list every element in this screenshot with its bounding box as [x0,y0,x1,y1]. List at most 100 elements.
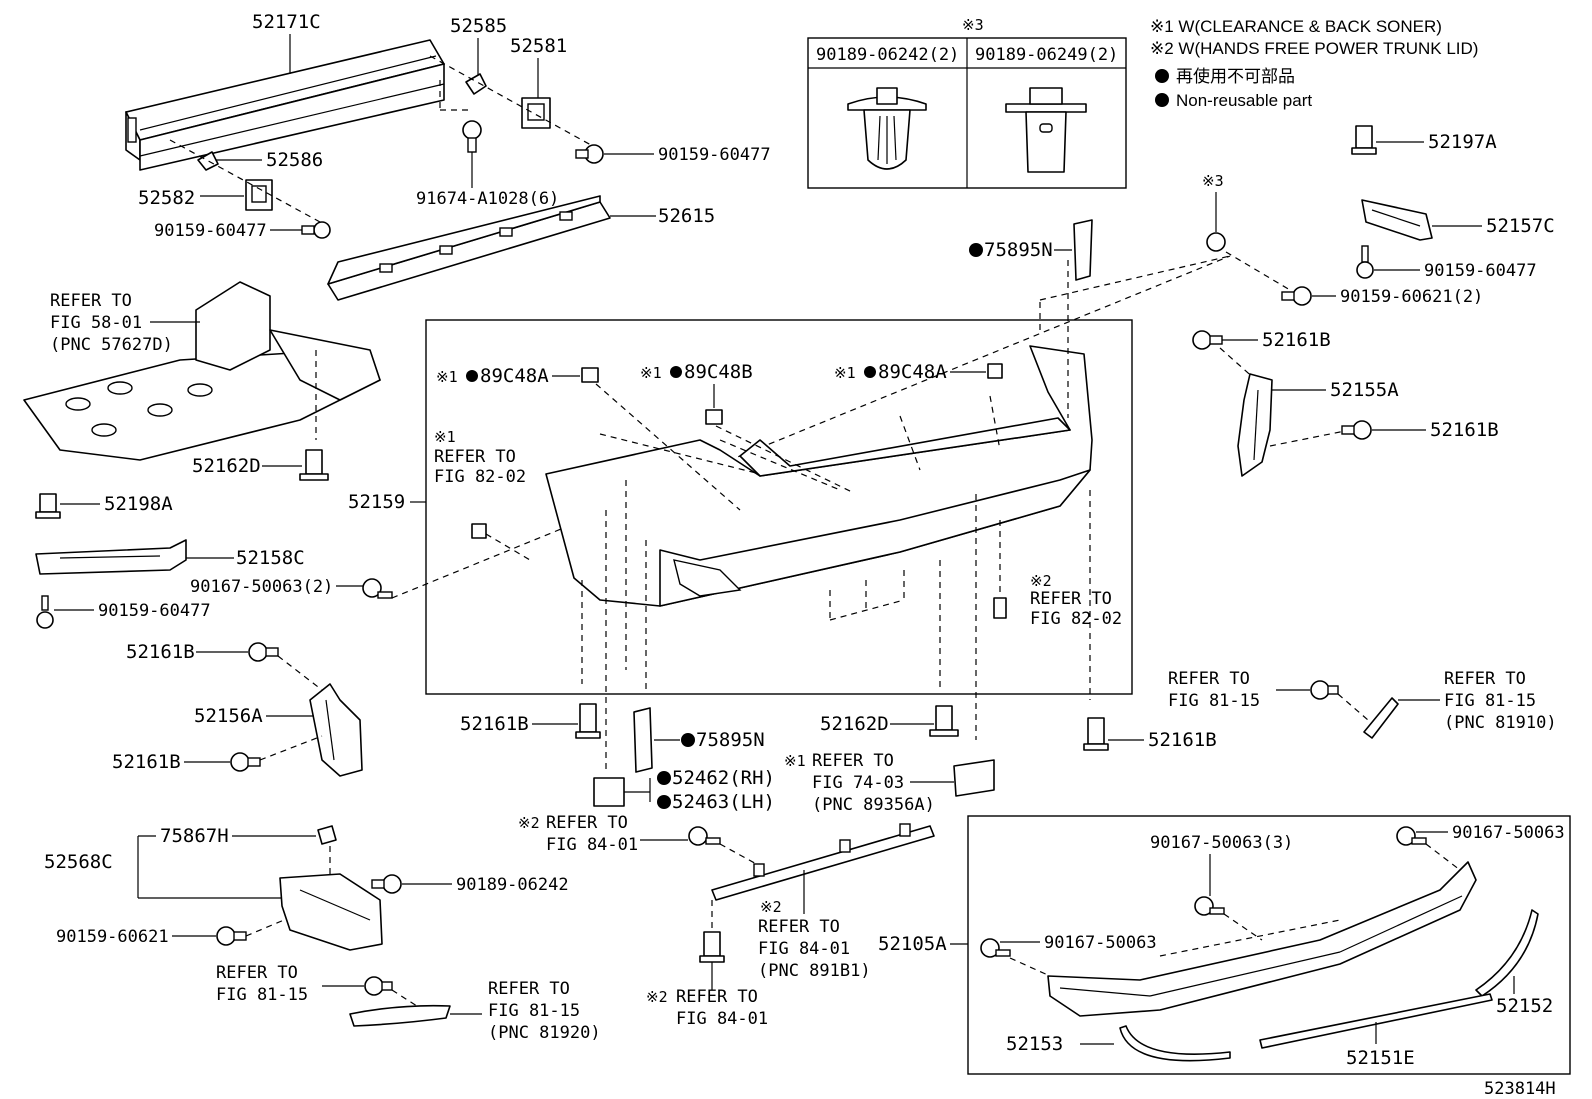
refer-8401b-line3: (PNC 891B1) [758,961,871,981]
legend: ※1 W(CLEARANCE & BACK SONER) ※2 W(HANDS … [1150,17,1478,110]
clip-icon [1206,232,1226,252]
label-90167-50063-2: 90167-50063(2) [190,577,333,597]
label-52615: 52615 [658,205,715,227]
refer-8115r-line4: FIG 81-15 [1444,691,1536,711]
mark-1c: ※1 [834,364,856,382]
tape-75895N-icon [1073,219,1093,281]
refer-82a-line2: FIG 82-02 [434,467,526,487]
label-90167-50063-3: 90167-50063(3) [1150,833,1293,853]
label-52582: 52582 [138,187,195,209]
clip-52161B-icon [1341,420,1372,440]
retainer-52581-icon [521,97,551,129]
refer-58-line1: REFER TO [50,291,132,311]
clip-52586-icon [197,151,219,171]
refer-8115r-line1: REFER TO [1168,669,1250,689]
refer-8115l-line2: FIG 81-15 [216,985,308,1005]
refer-8115l-line1: REFER TO [216,963,298,983]
label-52155A: 52155A [1330,379,1399,401]
refer-8115r-line2: FIG 81-15 [1168,691,1260,711]
sensor-holder-icon [987,363,1003,379]
label-90167-50063-r: 90167-50063 [1452,823,1565,843]
refer-8115l-line5: (PNC 81920) [488,1023,601,1043]
refer-8401c-line1: REFER TO [676,987,758,1007]
table-mark: ※3 [962,16,984,34]
label-90159-60477-b: 90159-60477 [658,145,771,165]
mark-2d: ※2 [646,988,668,1006]
mark-2c: ※2 [760,898,782,916]
reflector-81920-icon [349,1004,451,1027]
legend-note-4: Non-reusable part [1176,91,1312,110]
refer-82b-line2: FIG 82-02 [1030,609,1122,629]
bracket-icon [993,597,1007,619]
label-52161B-6: 52161B [1148,729,1217,751]
label-52158C: 52158C [236,547,305,569]
under-cover-57627D [23,281,381,461]
cover-89356A-icon [953,759,995,797]
mark-1a: ※1 [436,368,458,386]
sensor-holder-icon [581,367,599,383]
refer-82a-line1: REFER TO [434,447,516,467]
refer-74-line3: (PNC 89356A) [812,795,935,815]
label-89C48B: 89C48B [684,361,753,383]
tape-75895N-icon [633,707,653,773]
legend-note-3: 再使用不可部品 [1176,66,1295,86]
refer-8401c-line2: FIG 84-01 [676,1009,768,1029]
legend-note-2: ※2 W(HANDS FREE POWER TRUNK LID) [1150,39,1478,58]
clip-75867H-icon [317,825,337,845]
refer-74-line1: REFER TO [812,751,894,771]
clip-52197A-icon [1351,125,1377,155]
label-52463: 52463(LH) [672,791,775,813]
screw-icon [1396,826,1427,846]
screw-icon [362,578,393,599]
clip-52162D-icon [929,705,959,737]
label-52568C: 52568C [44,851,113,873]
garnish-52151E [1259,993,1493,1049]
clip-52161B-icon [575,703,601,739]
label-52162D-a: 52162D [192,455,261,477]
label-52105A: 52105A [878,933,947,955]
label-52161B-5: 52161B [460,713,529,735]
clip-52161B-icon [230,752,261,772]
refer-8401b-line1: REFER TO [758,917,840,937]
label-52585: 52585 [450,15,507,37]
label-52161B-3: 52161B [1262,329,1331,351]
label-52156A: 52156A [194,705,263,727]
sensor-holder-icon [705,409,723,425]
cover-52568C [279,873,383,951]
label-52162D-b: 52162D [820,713,889,735]
label-52581: 52581 [510,35,567,57]
non-reusable-dot-icon [864,366,876,378]
clip-icon [364,976,393,996]
non-reusable-dot-icon [969,243,983,257]
label-52151E: 52151E [1346,1047,1415,1069]
clip-icon [1310,680,1339,700]
label-75895N-top: 75895N [984,239,1053,261]
side-bracket-52156A [309,683,363,777]
bolt-icon [216,926,247,946]
label-89C48A-right: 89C48A [878,361,947,383]
non-reusable-dot-icon [657,771,671,785]
clip-06249-icon [1005,87,1087,173]
table-col2: 90189-06249(2) [975,45,1118,65]
spoiler-frame [967,815,1571,1075]
non-reusable-dot-icon [466,370,478,382]
non-reusable-dot-icon [670,366,682,378]
screw-icon [688,826,721,846]
label-89C48A-left: 89C48A [480,365,549,387]
refer-74-line2: FIG 74-03 [812,773,904,793]
clip-table: ※3 90189-06242(2) 90189-06249(2) [807,16,1127,189]
label-52197A: 52197A [1428,131,1497,153]
legend-note-1: ※1 W(CLEARANCE & BACK SONER) [1150,17,1442,36]
label-90159-60477-c: 90159-60477 [98,601,211,621]
clip-52198A-icon [35,493,61,519]
retainer-52582-icon [245,179,273,211]
screw-icon [980,938,1011,958]
lower-spoiler-52105A [1047,861,1477,1017]
clip-icon [371,874,402,894]
label-90159-60477-a: 90159-60477 [154,221,267,241]
non-reusable-dot-icon [681,733,695,747]
label-52198A: 52198A [104,493,173,515]
mark-1e: ※1 [784,752,806,770]
clip-52162D-icon [299,449,329,481]
